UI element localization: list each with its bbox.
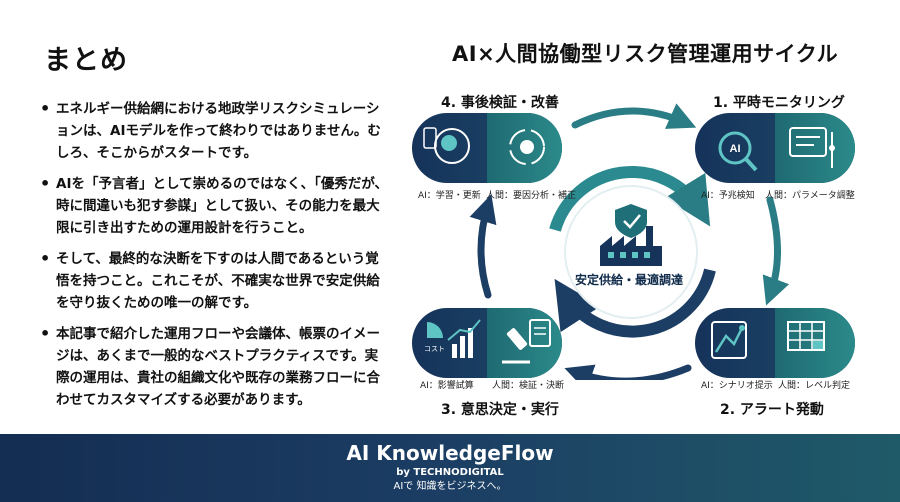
level-grid-icon <box>787 321 825 351</box>
diagram-title: AI×人間協働型リスク管理運用サイクル <box>452 42 839 66</box>
dashboard-sliders-icon <box>789 127 835 168</box>
step-3-ai-caption: AI：影響試算 <box>420 381 474 391</box>
step-3-label: 3. 意思決定・実行 <box>441 402 559 418</box>
step-1-label: 1. 平時モニタリング <box>713 95 845 111</box>
footer-tagline: AIで 知識をビジネスへ。 <box>393 481 507 492</box>
step-3-pill: コスト <box>412 308 562 378</box>
cycle-diagram: AI コスト <box>412 103 855 380</box>
bullet-item: 本記事で紹介した運用フローや会議体、帳票のイメージは、あくまで一般的なベストプラ… <box>40 323 390 411</box>
refresh-gear-icon <box>509 129 545 165</box>
step-1-human-caption: 人間：パラメータ調整 <box>765 191 855 201</box>
step-2-label: 2. アラート発動 <box>720 402 824 418</box>
svg-text:AI: AI <box>730 143 741 155</box>
ai-magnifier-icon: AI <box>718 131 758 172</box>
inner-arc-navy <box>554 268 716 338</box>
step-2-human-caption: 人間：レベル判定 <box>778 381 851 391</box>
step-4-ai-caption: AI：学習・更新 <box>418 191 481 201</box>
flow-arrow-left <box>469 194 497 299</box>
flow-arrow-top <box>571 103 697 129</box>
route-map-icon <box>711 321 747 359</box>
step-2-ai-caption: AI：シナリオ提示 <box>701 381 773 391</box>
bullet-item: エネルギー供給網における地政学リスクシミュレーションは、AIモデルを作って終わり… <box>40 98 390 164</box>
footer-banner: AI KnowledgeFlow by TECHNODIGITAL AIで 知識… <box>0 434 900 502</box>
flow-arrow-right <box>762 196 790 306</box>
step-2-pill <box>695 308 855 378</box>
step-3-human-caption: 人間：検証・決断 <box>492 381 565 391</box>
bullet-item: そして、最終的な決断を下すのは人間であるという覚悟を持つこと。これこそが、不確実… <box>40 248 390 314</box>
step-1-ai-caption: AI：予兆検知 <box>701 191 755 201</box>
footer-brand: AI KnowledgeFlow <box>346 441 554 465</box>
step-4-human-caption: 人間：要因分析・補正 <box>486 191 577 201</box>
inner-arc-teal <box>549 166 711 232</box>
bullet-item: AIを「予言者」として崇めるのではなく、「優秀だが、時に間違いも犯す参謀」として… <box>40 173 390 239</box>
cost-chart-icon: コスト <box>424 319 481 358</box>
flow-arrow-bottom <box>564 364 692 380</box>
step-4-pill <box>412 113 562 183</box>
page-title: まとめ <box>44 45 128 76</box>
factory-shield-icon <box>600 204 662 266</box>
gavel-document-icon <box>502 319 551 364</box>
svg-text:コスト: コスト <box>424 345 445 353</box>
step-1-pill: AI <box>695 113 855 183</box>
summary-bullet-list: エネルギー供給網における地政学リスクシミュレーションは、AIモデルを作って終わり… <box>40 98 390 420</box>
footer-by: by TECHNODIGITAL <box>396 467 504 478</box>
center-label: 安定供給・最適調達 <box>574 273 683 287</box>
step-4-label: 4. 事後検証・改善 <box>441 95 559 111</box>
brain-head-icon <box>423 127 470 164</box>
